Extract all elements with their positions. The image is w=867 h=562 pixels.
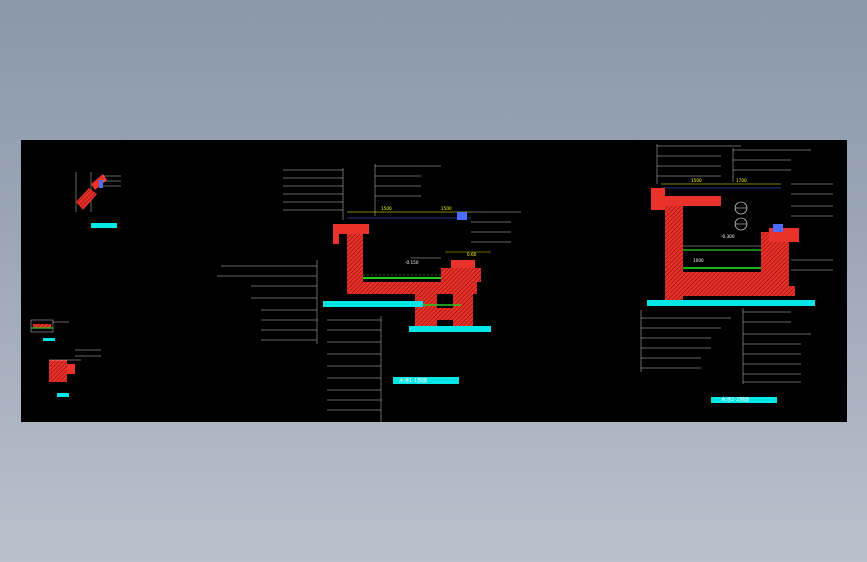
svg-text:-0.150: -0.150	[405, 260, 419, 265]
svg-text:1500: 1500	[691, 178, 702, 183]
section-2-2: 1500 1700 1000 -0.300	[640, 144, 833, 403]
cad-drawing-area: 1500 1500 -0.150 0.60	[21, 140, 847, 422]
detail-c	[49, 349, 101, 397]
svg-text:1000: 1000	[693, 258, 704, 263]
section-1-1-caption: 水池1-1剖面	[399, 377, 427, 384]
svg-text:1500: 1500	[381, 206, 392, 211]
detail-b	[30, 319, 69, 341]
svg-text:1700: 1700	[736, 178, 747, 183]
cad-drawing: 1500 1500 -0.150 0.60	[30, 144, 833, 422]
caption-bar-a	[91, 223, 117, 228]
detail-a	[75, 172, 121, 228]
caption-bar-2-2	[711, 397, 777, 403]
section-2-2-caption: 水池2-2剖面	[721, 396, 749, 403]
svg-text:-0.300: -0.300	[721, 234, 735, 239]
section-1-1: 1500 1500 -0.150 0.60	[217, 164, 521, 422]
svg-text:0.60: 0.60	[467, 252, 477, 257]
svg-text:1500: 1500	[441, 206, 452, 211]
caption-bar-1-1	[393, 377, 459, 384]
